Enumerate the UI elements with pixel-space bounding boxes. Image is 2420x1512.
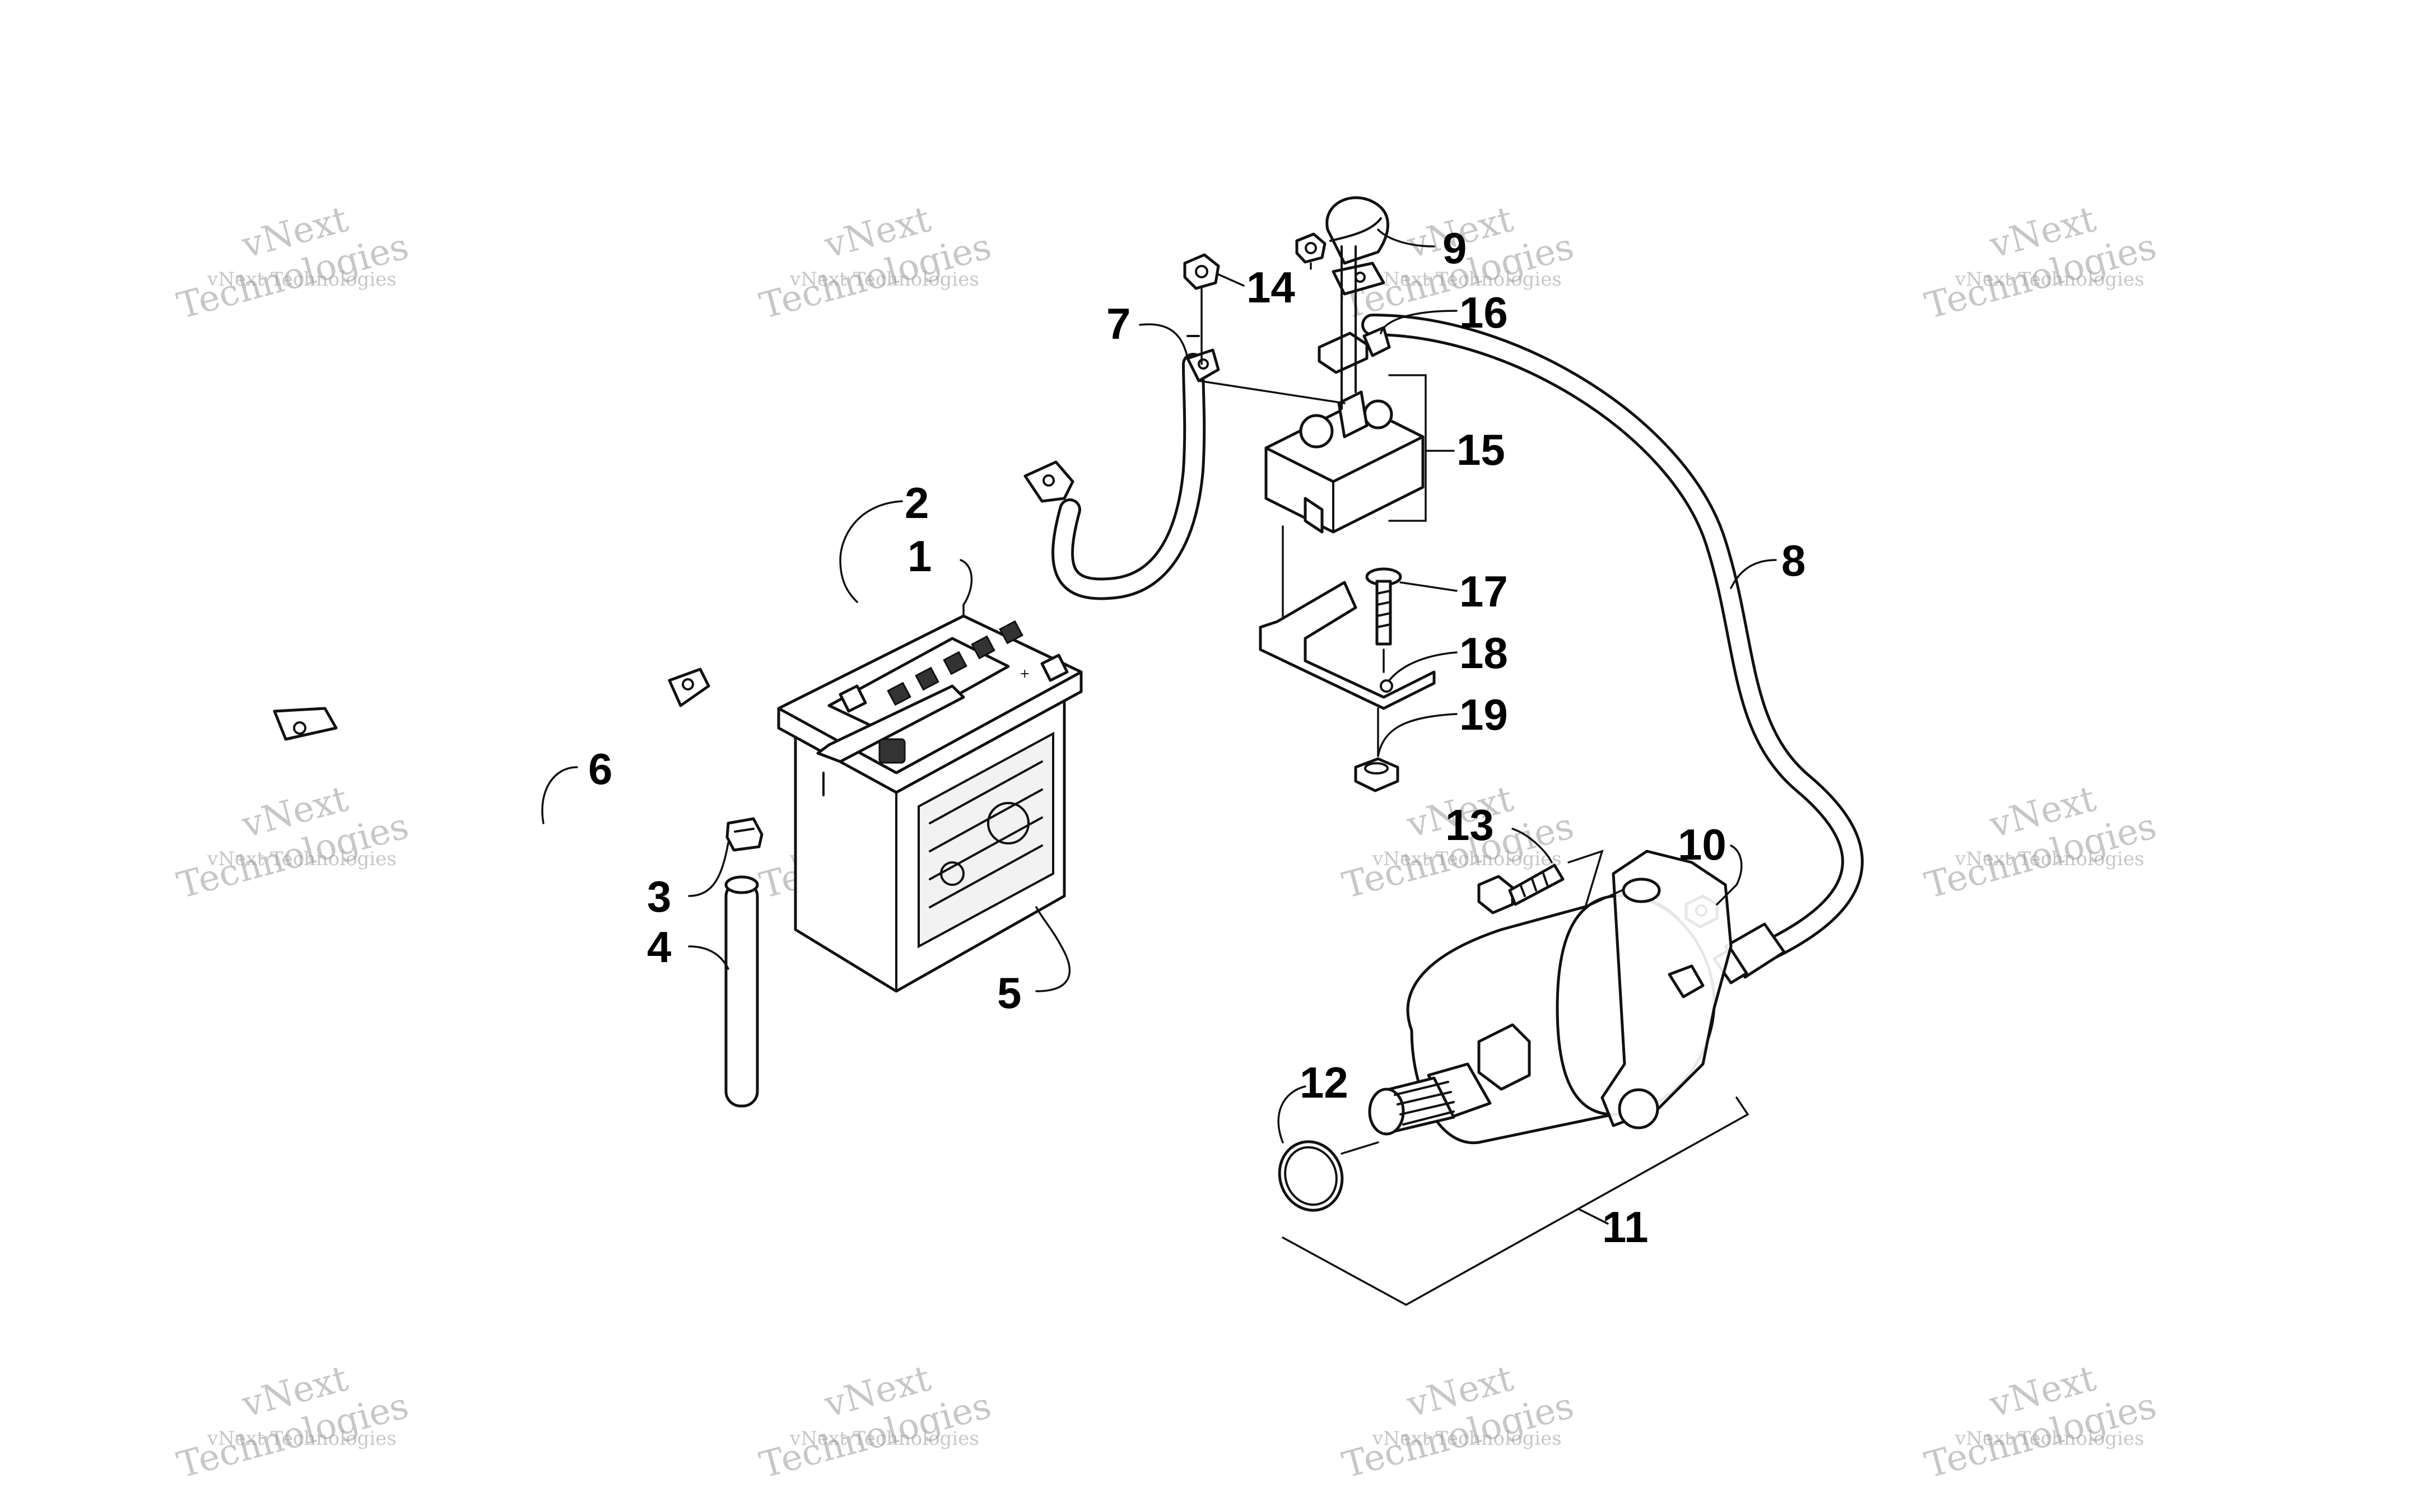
watermark: vNext Technologies vNext Technologies — [1921, 1358, 2161, 1487]
callout-3: 3 — [647, 872, 671, 921]
vent-tube-clip — [725, 817, 764, 852]
svg-text:vNext Technologies: vNext Technologies — [1954, 848, 2144, 870]
svg-text:+: + — [1020, 667, 1030, 681]
battery: + — [777, 614, 1083, 993]
nut-14b — [1295, 232, 1327, 264]
leader-lines — [541, 228, 1777, 1306]
svg-text:vNext Technologies: vNext Technologies — [1954, 1427, 2144, 1450]
callout-14: 14 — [1246, 263, 1295, 312]
callout-5: 5 — [997, 968, 1021, 1018]
callout-11: 11 — [1602, 1202, 1648, 1252]
callout-17: 17 — [1459, 567, 1508, 616]
callout-2: 2 — [905, 478, 929, 528]
svg-text:vNext Technologies: vNext Technologies — [207, 848, 397, 870]
watermark: vNext Technologies vNext Technologies — [1921, 199, 2161, 328]
starter-bolt — [1477, 864, 1565, 914]
watermark: vNext Technologies vNext Technologies — [1921, 778, 2161, 907]
svg-text:vNext Technologies: vNext Technologies — [789, 268, 979, 291]
watermark: vNext Technologies vNext Technologies — [756, 199, 995, 328]
callout-13: 13 — [1445, 800, 1494, 850]
positive-cable — [1023, 335, 1220, 600]
starter-solenoid — [1264, 245, 1425, 534]
watermark: vNext Technologies vNext Technologies — [173, 1358, 413, 1487]
callout-7: 7 — [1106, 299, 1130, 348]
flange-nut — [1354, 757, 1399, 792]
svg-text:vNext Technologies: vNext Technologies — [207, 268, 397, 291]
callout-12: 12 — [1300, 1058, 1348, 1107]
watermark: vNext Technologies vNext Technologies — [173, 199, 413, 328]
svg-text:vNext Technologies: vNext Technologies — [1954, 268, 2144, 291]
starter-motor — [1368, 850, 1733, 1145]
vent-tube — [724, 875, 759, 1108]
watermark-grid: vNext Technologies vNext Technologies vN… — [173, 199, 2161, 1487]
svg-text:vNext Technologies: vNext Technologies — [1372, 1427, 1562, 1450]
callout-18: 18 — [1459, 628, 1508, 678]
o-ring — [1278, 1140, 1344, 1212]
callout-16: 16 — [1459, 288, 1508, 337]
callout-15: 15 — [1456, 425, 1505, 474]
watermark: vNext Technologies vNext Technologies — [173, 778, 413, 907]
callout-9: 9 — [1442, 223, 1467, 273]
svg-text:vNext Technologies: vNext Technologies — [1372, 268, 1562, 291]
callout-6: 6 — [588, 744, 612, 794]
callout-10: 10 — [1678, 820, 1726, 869]
callout-1: 1 — [908, 531, 932, 581]
mounting-screw — [1365, 567, 1402, 646]
callout-19: 19 — [1459, 690, 1508, 739]
solenoid-bracket — [1259, 581, 1436, 710]
svg-text:vNext Technologies: vNext Technologies — [207, 1427, 397, 1450]
svg-text:vNext Technologies: vNext Technologies — [1372, 848, 1562, 870]
watermark: vNext Technologies vNext Technologies — [1338, 1358, 1578, 1487]
nut-14a — [1183, 253, 1220, 290]
fuse — [1362, 326, 1391, 357]
terminal-boot — [1325, 196, 1389, 296]
watermark: vNext Technologies vNext Technologies — [756, 1358, 995, 1487]
negative-cable — [273, 668, 710, 850]
callout-8: 8 — [1781, 536, 1805, 585]
callout-4: 4 — [647, 922, 671, 972]
callout-numbers: 1 2 3 4 5 6 7 8 9 10 11 12 13 14 15 16 1… — [588, 223, 1805, 1252]
svg-text:vNext Technologies: vNext Technologies — [789, 1427, 979, 1450]
